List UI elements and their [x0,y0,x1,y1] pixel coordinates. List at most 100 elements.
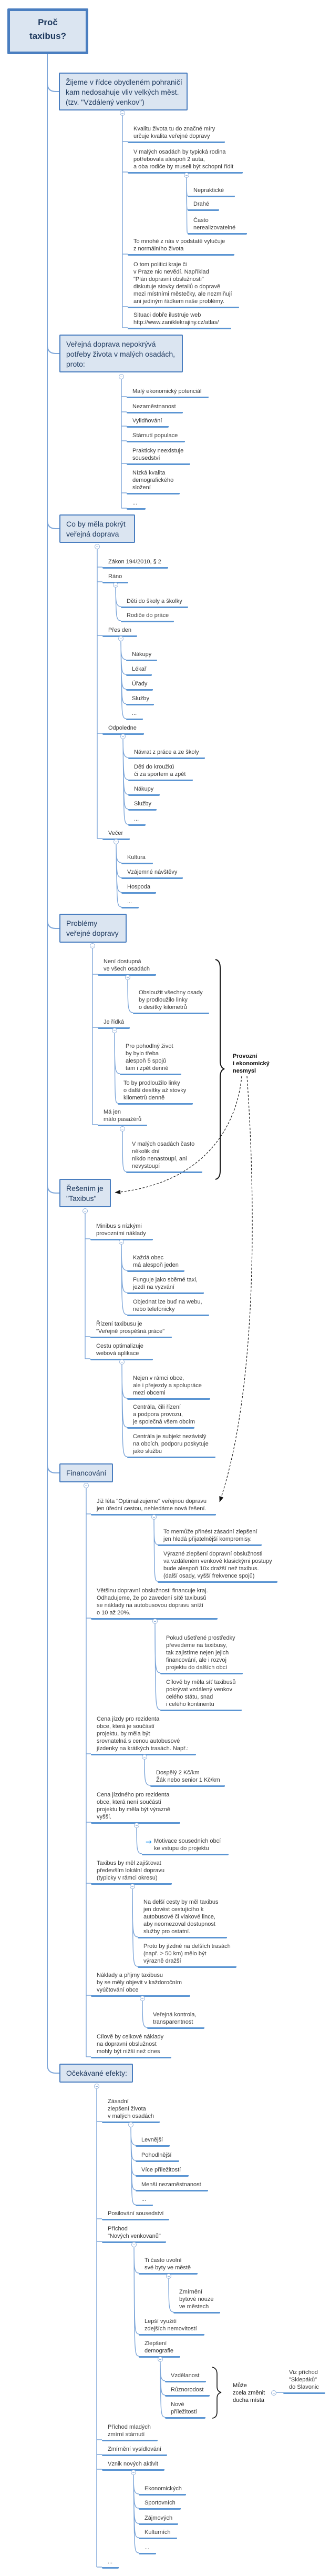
mindmap-node[interactable]: Kulturních [139,2528,177,2539]
fold-icon[interactable] [119,374,124,379]
mindmap-node[interactable]: Veřejná kontrola, transparentnost [147,2011,204,2029]
mindmap-node[interactable]: Příchod "Nových venkovanů" [102,2225,166,2243]
fold-icon[interactable] [120,734,126,739]
mindmap-node[interactable]: Děti do školy a školky [121,597,188,608]
fold-icon[interactable] [118,636,123,641]
mindmap-node[interactable]: Drahé [188,200,219,211]
mindmap-node[interactable]: Nepraktické [188,186,235,197]
mindmap-node[interactable]: Večer [102,829,130,840]
mindmap-node[interactable]: Služby [126,694,154,705]
mindmap-node[interactable]: Sportovních [139,2499,181,2510]
mindmap-node[interactable]: Služby [128,800,157,811]
mindmap-node[interactable]: Prakticky neexistuje sousedství [127,447,190,465]
mindmap-node[interactable]: Vzájemné návštěvy [121,868,183,879]
mindmap-node[interactable]: ... [127,499,146,510]
mindmap-node[interactable]: Nejen v rámci obce, ale i přejezdy a spo… [127,1374,210,1400]
mindmap-node[interactable]: Centrála, čili řízení a podpora provozu,… [127,1403,195,1429]
fold-icon[interactable] [184,173,189,178]
fold-icon[interactable] [95,544,100,549]
mindmap-node[interactable]: Je řídká [98,1018,130,1029]
mindmap-node[interactable]: Nákupy [128,785,160,796]
mindmap-node[interactable]: Zájmových [139,2514,178,2525]
mindmap-node[interactable]: Lepší využití zdejších nemovitostí [139,2317,204,2336]
mindmap-node[interactable]: ... [128,815,146,826]
mindmap-node[interactable]: Úřady [126,680,153,691]
mindmap-node[interactable]: To by prodloužilo linky o další desítky … [118,1079,193,1105]
mindmap-node[interactable]: Proto by jízdné na delších trasách (např… [138,1942,236,1968]
annotation-spirit-change[interactable]: Může zcela změnit ducha místa [233,2382,265,2403]
fold-icon[interactable] [142,1754,147,1760]
annotation-operational-nonsense[interactable]: Provozní i ekonomický nesmysl [233,1053,270,1074]
fold-icon[interactable] [131,2470,136,2475]
mindmap-node[interactable]: Posilování sousedství [102,2209,169,2220]
mindmap-node[interactable]: Není dostupná ve všech osadách [98,957,156,976]
mindmap-node[interactable]: Centrála je subjekt nezávislý na obcích,… [127,1432,215,1458]
mindmap-node[interactable]: Vznik nových aktivit [102,2460,164,2471]
mindmap-node[interactable]: Výrazné zlepšení dopravní obslužnosti va… [158,1550,277,1583]
mindmap-node[interactable]: ... [136,2195,153,2206]
fold-icon[interactable] [90,943,95,948]
mindmap-node[interactable]: Viz příchod "Sklepáků" do Slavonic [283,2368,325,2394]
mindmap-node[interactable]: Minibus s nízkými provozními náklady [90,1222,153,1240]
fold-icon[interactable] [119,1239,124,1245]
mindmap-node[interactable]: Vzdělanost [165,2371,206,2382]
mindmap-node[interactable]: Vylidňování [127,417,169,428]
mindmap-node[interactable]: Lékař [126,665,152,676]
mindmap-node[interactable]: ... [126,709,143,720]
mindmap-node[interactable]: Rodiče do práce [121,611,174,622]
fold-icon[interactable] [114,839,119,844]
mindmap-node[interactable]: Ekonomických [139,2484,186,2496]
fold-icon[interactable] [271,2390,276,2396]
mindmap-node[interactable]: Zlepšení demografie [139,2339,180,2358]
mindmap-node[interactable]: Má jen málo pasažérů [98,1108,147,1126]
mindmap-box[interactable]: Co by měla pokrýt veřejná doprava [59,514,135,543]
mindmap-node[interactable]: To memůže přinést zásadní zlepšení jen h… [158,1528,262,1546]
mindmap-node[interactable]: Různorodost [165,2386,210,2397]
mindmap-box[interactable]: Financování [59,1463,113,1482]
mindmap-node[interactable]: Funguje jako sběrné taxi, jezdí na vyzvá… [127,1276,204,1294]
mindmap-node[interactable]: Levnější [136,2136,170,2147]
mindmap-node[interactable]: Obsloužit všechny osady by prodloužilo l… [133,988,209,1014]
mindmap-node[interactable]: Nezaměstnanost [127,402,183,413]
mindmap-node[interactable]: Cena jízdy pro rezidenta obce, která je … [91,1715,196,1755]
mindmap-box[interactable]: Očekávané efekty: [59,2064,133,2083]
mindmap-node[interactable]: ... [139,2543,156,2554]
mindmap-node[interactable]: Cílově by celkové náklady na dopravní ob… [91,2033,171,2058]
fold-icon[interactable] [128,2122,133,2127]
fold-icon[interactable] [120,1126,125,1132]
fold-icon[interactable] [94,2084,99,2089]
mindmap-box[interactable]: Žijeme v řídce obydleném pohraničí kam n… [59,73,188,110]
root-node[interactable]: Proč taxibus? [7,8,88,54]
mindmap-node[interactable]: Kultura [121,853,153,864]
fold-icon[interactable] [152,1619,158,1624]
mindmap-node[interactable]: Často nerealizovatelné [188,216,247,235]
mindmap-node[interactable]: Děti do kroužků či za sportem a zpět [128,763,193,781]
mindmap-node[interactable]: Hospoda [121,883,156,894]
mindmap-node[interactable]: Menší nezaměstnanost [136,2180,208,2191]
mindmap-node[interactable]: ... [102,2558,119,2569]
mindmap-node[interactable]: Pokud ušetřené prostředky převedeme na t… [160,1634,243,1674]
fold-icon[interactable] [151,1514,157,1520]
mindmap-node[interactable]: V malých osadách by typická rodina potře… [128,148,243,174]
mindmap-node[interactable]: Situaci dobře ilustruje web http://www.z… [128,311,231,329]
mindmap-node[interactable]: Řízení taxibusu je "Veřejně prospěšná pr… [90,1320,172,1338]
mindmap-node[interactable]: Ráno [102,572,128,583]
fold-icon[interactable] [82,1208,88,1214]
fold-icon[interactable] [113,582,118,588]
mindmap-node[interactable]: Nízká kvalita demografického složení [127,469,180,494]
mindmap-node[interactable]: Objednat lze buď na webu, nebo telefonic… [127,1298,209,1316]
mindmap-node[interactable]: Přes den [102,626,137,637]
fold-icon[interactable] [119,1359,125,1365]
fold-icon[interactable] [140,1996,145,2001]
mindmap-node[interactable]: Kvalitu života tu do značné míry určuje … [128,125,225,143]
mindmap-node[interactable]: Více příležitostí [136,2166,189,2177]
mindmap-node[interactable]: To mnohé z nás v podstatě vylučuje z nor… [128,237,234,256]
mindmap-node[interactable]: Zmírnění bytové nouze ve městech [173,2288,220,2314]
mindmap-node[interactable]: Každá obec má alespoň jeden [127,1254,184,1272]
mindmap-node[interactable]: Na delší cesty by měl taxibus jen dovést… [138,1898,227,1938]
mindmap-node[interactable]: Zmírnění vysídlování [102,2445,167,2456]
fold-icon[interactable] [166,2274,171,2279]
mindmap-node[interactable]: O tom politici kraje či v Praze nic nevě… [128,260,239,308]
fold-icon[interactable] [120,110,125,116]
mindmap-box[interactable]: Veřejná doprava nepokrývá potřeby života… [59,335,183,372]
